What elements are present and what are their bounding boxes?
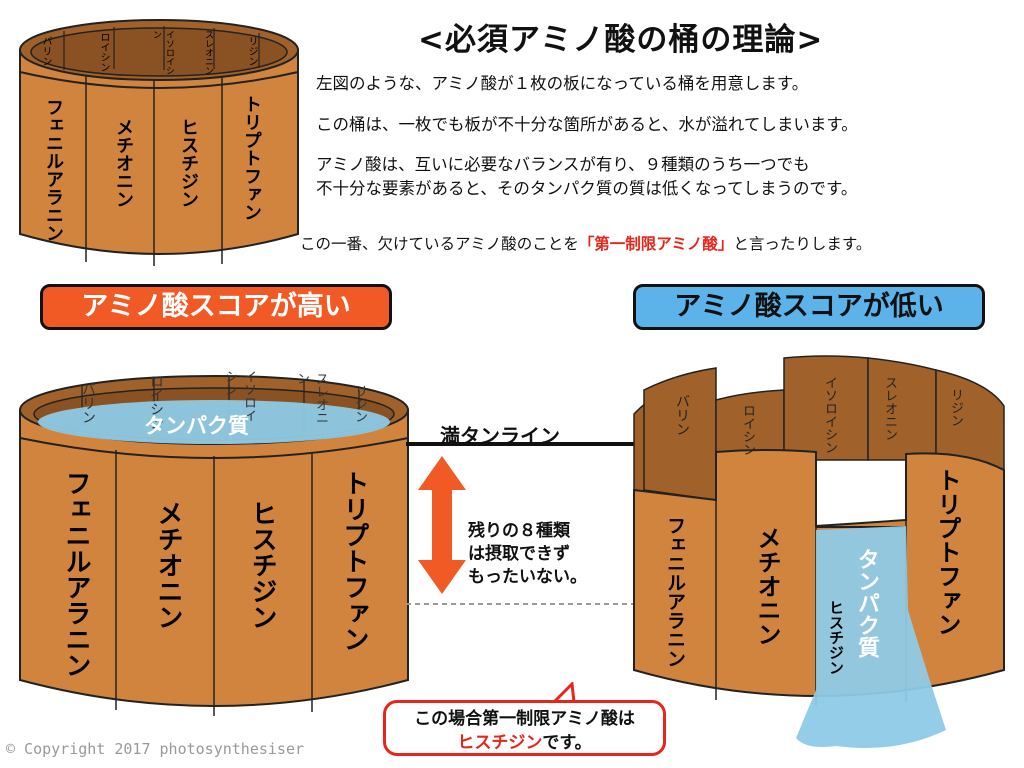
full-back-label-5: リジン — [352, 384, 367, 423]
low-front-label-4: トリプトファン — [933, 468, 961, 636]
small-back-label-2: ロイシン — [98, 32, 109, 72]
page-title: <必須アミノ酸の桶の理論> — [418, 22, 824, 58]
badge-low-score: アミノ酸スコアが低い — [633, 284, 985, 330]
full-back-label-3: イソロイシン — [222, 370, 256, 422]
full-front-label-4: トリプトファン — [339, 470, 369, 652]
limiting-note: この一番、欠けているアミノ酸のことを「第一制限アミノ酸」と言ったりします。 — [300, 232, 871, 256]
paragraph-2: この桶は、一枚でも板が不十分な箇所があると、水が溢れてしまいます。 — [316, 115, 858, 134]
full-front-label-1: フェニルアラニン — [61, 470, 91, 678]
full-line-label: 満タンライン — [440, 424, 560, 448]
callout-highlight: ヒスチジン — [457, 733, 543, 753]
low-back-label-5: リジン — [948, 388, 963, 427]
small-front-label-3: ヒスチジン — [178, 118, 199, 208]
limiting-callout: この場合第一制限アミノ酸は ヒスチジンです。 — [383, 700, 666, 756]
water-label-full: タンパク質 — [144, 414, 249, 438]
low-back-label-1: バリン — [674, 394, 690, 436]
small-front-label-1: フェニルアラニン — [43, 98, 64, 242]
paragraph-3: アミノ酸は、互いに必要なバランスが有り、９種類のうち一つでも — [316, 155, 810, 174]
full-back-label-2: ロイシン — [148, 374, 164, 430]
low-back-label-4: スレオニン — [882, 376, 897, 441]
leaking-barrel-diagram — [633, 355, 1005, 748]
callout-suffix: です。 — [542, 733, 592, 753]
remaining-line-1: 残りの８種類 — [468, 521, 570, 541]
water-label-spill: タンパク質 — [854, 548, 879, 658]
badge-high-score: アミノ酸スコアが高い — [40, 284, 392, 330]
callout-line-1: この場合第一制限アミノ酸は — [414, 709, 635, 729]
full-back-label-4: スレオニン — [294, 372, 328, 424]
note-prefix: この一番、欠けているアミノ酸のことを — [300, 235, 579, 253]
note-suffix: と言ったりします。 — [733, 235, 872, 253]
paragraph-1: 左図のような、アミノ酸が１枚の板になっている桶を用意します。 — [316, 74, 809, 93]
remaining-line-3: もったいない。 — [468, 567, 587, 587]
small-back-label-5: リジン — [246, 36, 257, 66]
small-front-label-4: トリプトファン — [241, 95, 262, 221]
small-back-label-1: バリン — [40, 36, 51, 66]
low-front-label-2: メチオニン — [753, 526, 781, 646]
small-back-label-3: イソロイシン — [151, 30, 174, 75]
full-front-label-3: ヒスチジン — [247, 500, 277, 630]
small-back-label-4: スレオニン — [203, 30, 213, 75]
small-front-label-2: メチオニン — [113, 118, 134, 208]
remaining-line-2: は摂取できず — [468, 544, 570, 564]
callout-line-2: ヒスチジンです。 — [386, 731, 663, 755]
note-highlight: 「第一制限アミノ酸」 — [578, 235, 734, 253]
remaining-note: 残りの８種類 は摂取できず もったいない。 — [468, 520, 587, 589]
low-front-label-3: ヒスチジン — [827, 600, 845, 675]
level-lines-diagram — [406, 442, 638, 605]
full-front-label-2: メチオニン — [153, 500, 183, 630]
copyright-text: © Copyright 2017 photosynthesiser — [6, 740, 305, 758]
low-front-label-1: フェニルアラニン — [664, 516, 686, 668]
small-barrel-diagram — [19, 19, 299, 266]
low-back-label-3: イソロイシン — [822, 376, 837, 454]
low-back-label-2: ロイシン — [740, 404, 755, 456]
paragraph-4: 不十分な要素があると、そのタンパク質の質は低くなってしまうのです。 — [316, 179, 858, 198]
full-back-label-1: バリン — [80, 382, 96, 424]
full-barrel-diagram — [19, 375, 409, 716]
